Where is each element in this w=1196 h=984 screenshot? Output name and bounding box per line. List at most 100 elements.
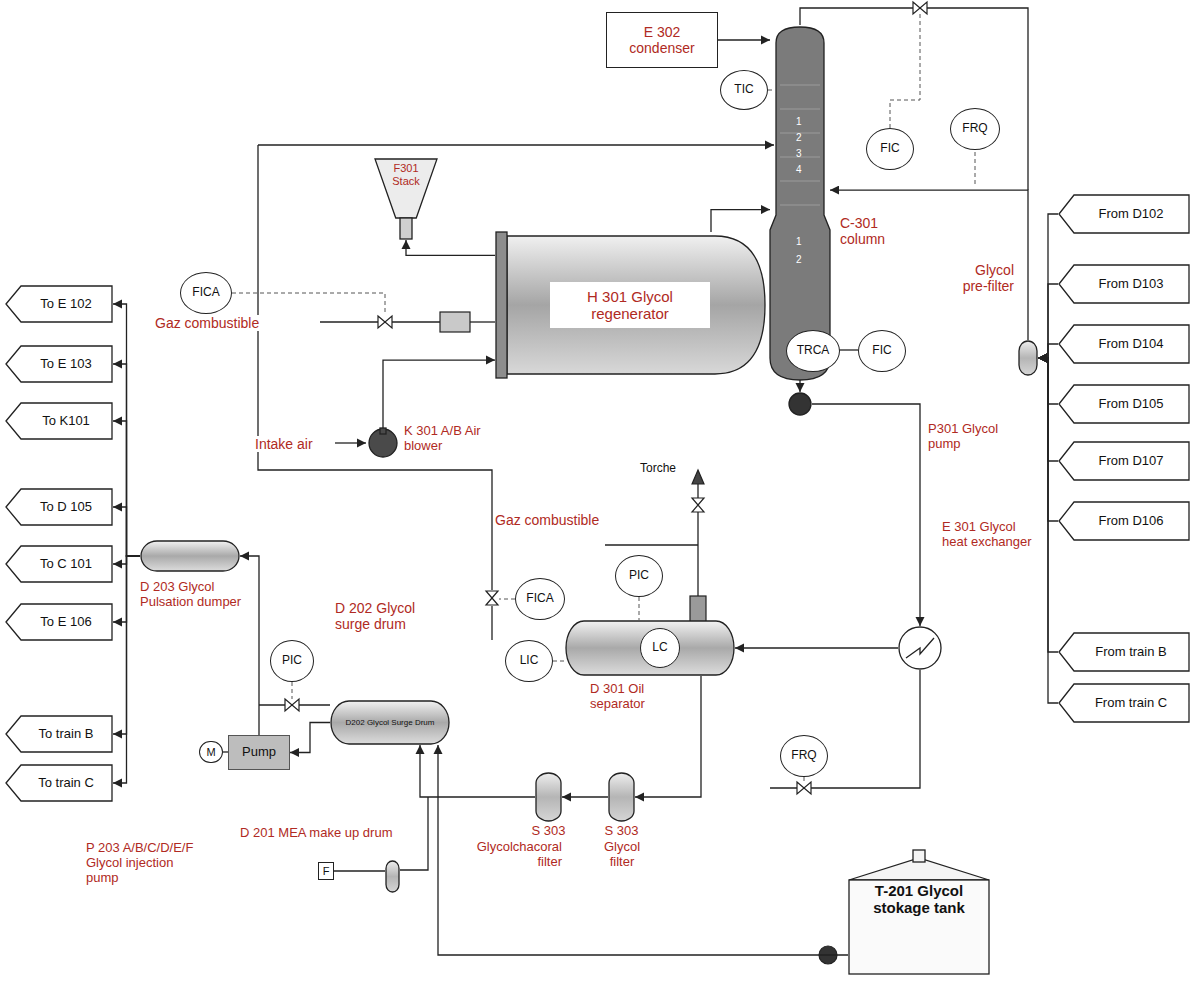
text-area: To C 101 bbox=[5, 545, 113, 583]
signal-line bbox=[639, 597, 640, 620]
label-box: E 302 condenser bbox=[606, 12, 718, 68]
control-valve bbox=[285, 699, 299, 711]
pipe-connector bbox=[383, 360, 495, 428]
tray-number: 2 bbox=[796, 254, 802, 266]
pipe-connector bbox=[812, 404, 920, 626]
tray-number: 3 bbox=[796, 148, 802, 160]
stream-label: Gaz combustible bbox=[495, 512, 599, 528]
signal-line bbox=[804, 777, 805, 782]
node-text: From D104 bbox=[1098, 337, 1163, 352]
offpage-connector: From D107 bbox=[1058, 441, 1190, 481]
node-text: To E 103 bbox=[40, 357, 91, 372]
node-text: M bbox=[206, 746, 215, 759]
node-text: E 302 condenser bbox=[610, 24, 714, 56]
node-text: To train B bbox=[39, 727, 94, 742]
node-caption: S 303 bbox=[525, 824, 572, 839]
arrow-outline bbox=[6, 604, 112, 640]
node-caption: E 301 Glycol heat exchanger bbox=[942, 520, 1040, 550]
text-area: E 302 condenser bbox=[607, 13, 717, 67]
label-box: F bbox=[318, 862, 334, 880]
text-area: From train C bbox=[1058, 683, 1190, 723]
text-area: FRQ bbox=[951, 109, 999, 149]
text-area: F bbox=[319, 863, 333, 879]
pipe-connector bbox=[1038, 344, 1058, 358]
glycol-pipe bbox=[770, 670, 920, 788]
arrow-outline bbox=[1059, 502, 1189, 540]
control-valve bbox=[797, 782, 811, 794]
pipe-connector bbox=[406, 240, 495, 255]
offpage-connector: To E 102 bbox=[5, 285, 113, 323]
text-area: From D107 bbox=[1058, 441, 1190, 481]
glycol-pipe bbox=[258, 144, 774, 145]
glycol-pipe bbox=[491, 606, 492, 640]
offpage-connector: To K101 bbox=[5, 402, 113, 440]
text-area: FIC bbox=[867, 129, 913, 169]
centrifugal-pump: P301 Glycol pump bbox=[788, 392, 812, 416]
storage-tank: T-201 Glycol stokage tank bbox=[848, 850, 990, 975]
signal-line bbox=[292, 682, 293, 699]
drum-body bbox=[566, 621, 734, 675]
drum-body bbox=[386, 861, 399, 892]
instrument-bubble: FICA bbox=[180, 272, 232, 314]
instrument-bubble: LC bbox=[640, 628, 680, 668]
node-text: To train C bbox=[38, 776, 94, 791]
text-area: To train B bbox=[5, 715, 113, 753]
arrow-outline bbox=[1059, 195, 1189, 233]
vertical-drum-outline bbox=[608, 772, 635, 822]
offpage-connector: From D102 bbox=[1058, 194, 1190, 234]
regenerator-shell bbox=[507, 236, 765, 374]
node-text: T-201 Glycol stokage tank bbox=[852, 882, 986, 917]
node-text: From D102 bbox=[1098, 207, 1163, 222]
text-area: M bbox=[200, 742, 221, 763]
vertical-drum: S 303Glycolchacoral filter bbox=[535, 772, 562, 822]
tray-number: 1 bbox=[796, 236, 802, 248]
node-text: To D 105 bbox=[40, 500, 92, 515]
text-area: Pump bbox=[229, 736, 289, 769]
text-area: To E 106 bbox=[5, 603, 113, 641]
node-caption: D 202 Glycol surge drum bbox=[335, 600, 435, 632]
node-text: To E 106 bbox=[40, 615, 91, 630]
drum-body bbox=[141, 541, 239, 571]
arrow-outline bbox=[6, 489, 112, 525]
pipe-connector bbox=[1038, 214, 1058, 358]
signal-line bbox=[890, 14, 920, 128]
text-area: From D104 bbox=[1058, 324, 1190, 364]
pipe-connector bbox=[1038, 358, 1058, 703]
offpage-connector: To C 101 bbox=[5, 545, 113, 583]
text-area: From D106 bbox=[1058, 501, 1190, 541]
node-text: From D103 bbox=[1098, 277, 1163, 292]
drum-body bbox=[1019, 341, 1037, 375]
node-text: FICA bbox=[192, 286, 219, 300]
node-text: TIC bbox=[734, 83, 753, 97]
pump-skid: PumpP 203 A/B/C/D/E/F Glycol injection p… bbox=[228, 735, 290, 770]
tray-line bbox=[780, 181, 820, 182]
offpage-connector: To train B bbox=[5, 715, 113, 753]
arrow-outline bbox=[6, 346, 112, 382]
instrument-bubble: M bbox=[199, 741, 222, 764]
text-area: From D105 bbox=[1058, 384, 1190, 424]
distillation-column-outline bbox=[770, 25, 830, 380]
regenerator-vessel: H 301 Glycol regenerator bbox=[495, 232, 765, 378]
instrument-bubble: PIC bbox=[270, 640, 314, 682]
pipe-connector bbox=[113, 364, 140, 556]
tray-number: 1 bbox=[796, 116, 802, 128]
signal-line bbox=[975, 152, 976, 186]
node-text: PIC bbox=[282, 654, 302, 668]
instrument-bubble: FRQ bbox=[780, 735, 828, 777]
control-valve bbox=[692, 498, 704, 512]
instrument-bubble: FIC bbox=[858, 330, 906, 372]
heat-exchanger: E 301 Glycol heat exchanger bbox=[898, 626, 942, 670]
arrow-outline bbox=[6, 765, 112, 801]
text-area: LIC bbox=[506, 641, 552, 681]
text-area: FICA bbox=[516, 579, 564, 619]
node-caption: K 301 A/B Air blower bbox=[404, 424, 496, 454]
signal-line bbox=[768, 90, 772, 91]
arrow-outline bbox=[1059, 265, 1189, 303]
node-text: To E 102 bbox=[40, 297, 91, 312]
node-text: D202 Glycol Surge Drum bbox=[346, 718, 435, 727]
pipe-connector bbox=[113, 507, 140, 556]
arrow-outline bbox=[1059, 385, 1189, 423]
stream-label: Torche bbox=[640, 462, 676, 476]
instrument-bubble: FICA bbox=[515, 578, 565, 620]
node-text: H 301 Glycol regenerator bbox=[550, 282, 710, 329]
